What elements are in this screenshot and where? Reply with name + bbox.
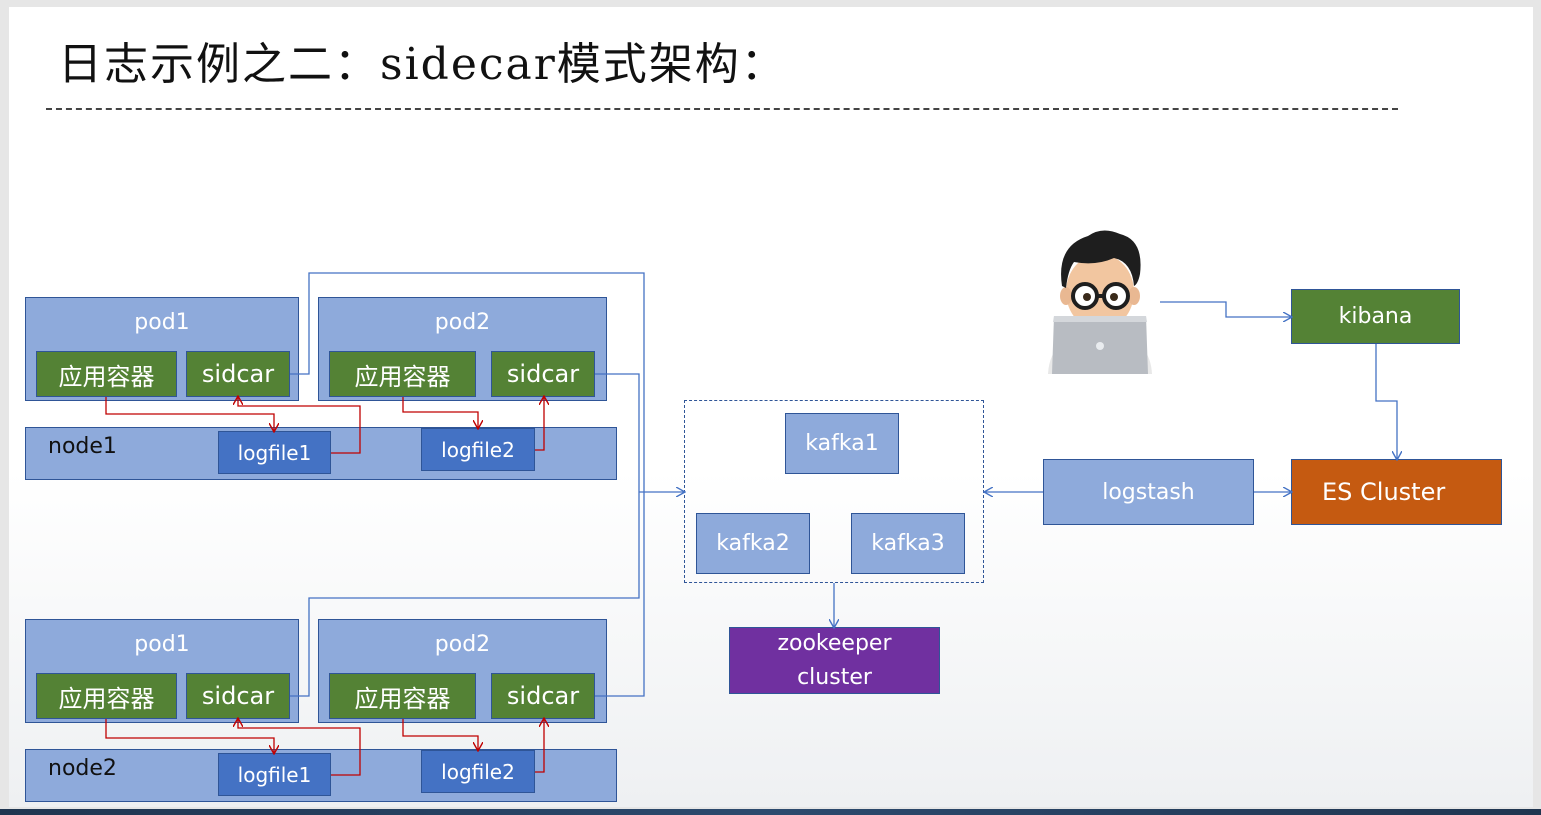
node1-pod2-app-container: 应用容器 <box>329 351 476 397</box>
title-divider <box>46 108 1398 110</box>
node1-logfile2: logfile2 <box>421 428 535 471</box>
node1-pod2-label: pod2 <box>434 310 491 335</box>
node1-pod2-sidecar: sidcar <box>491 351 595 397</box>
page-title: 日志示例之二：sidecar模式架构： <box>58 39 787 90</box>
node1-logfile1: logfile1 <box>218 431 331 474</box>
kibana-box: kibana <box>1291 289 1460 344</box>
node2-pod2-label: pod2 <box>434 632 491 657</box>
node2-pod1-label: pod1 <box>134 632 190 657</box>
node2-logfile2: logfile2 <box>421 750 535 793</box>
node1-pod1-sidecar: sidcar <box>186 351 290 397</box>
node1-pod1-label: pod1 <box>134 310 190 335</box>
user-with-laptop-icon <box>1048 230 1152 374</box>
node2-label: node2 <box>48 756 117 781</box>
logstash-box: logstash <box>1043 459 1254 525</box>
node1-pod1-app-container: 应用容器 <box>36 351 177 397</box>
kafka2-box: kafka2 <box>696 513 810 574</box>
kafka1-box: kafka1 <box>785 413 899 474</box>
node2-logfile1: logfile1 <box>218 753 331 796</box>
node2-pod1-sidecar: sidcar <box>186 673 290 719</box>
node1-label: node1 <box>48 434 117 459</box>
es-cluster-box: ES Cluster <box>1291 459 1502 525</box>
node2-pod2-app-container: 应用容器 <box>329 673 476 719</box>
node2-pod2-sidecar: sidcar <box>491 673 595 719</box>
node2-pod1-app-container: 应用容器 <box>36 673 177 719</box>
zookeeper-cluster-box: zookeeper cluster <box>729 627 940 694</box>
zookeeper-line1: zookeeper <box>777 630 892 656</box>
bottom-bar <box>0 809 1541 815</box>
zookeeper-line2: cluster <box>797 664 872 690</box>
kafka3-box: kafka3 <box>851 513 965 574</box>
